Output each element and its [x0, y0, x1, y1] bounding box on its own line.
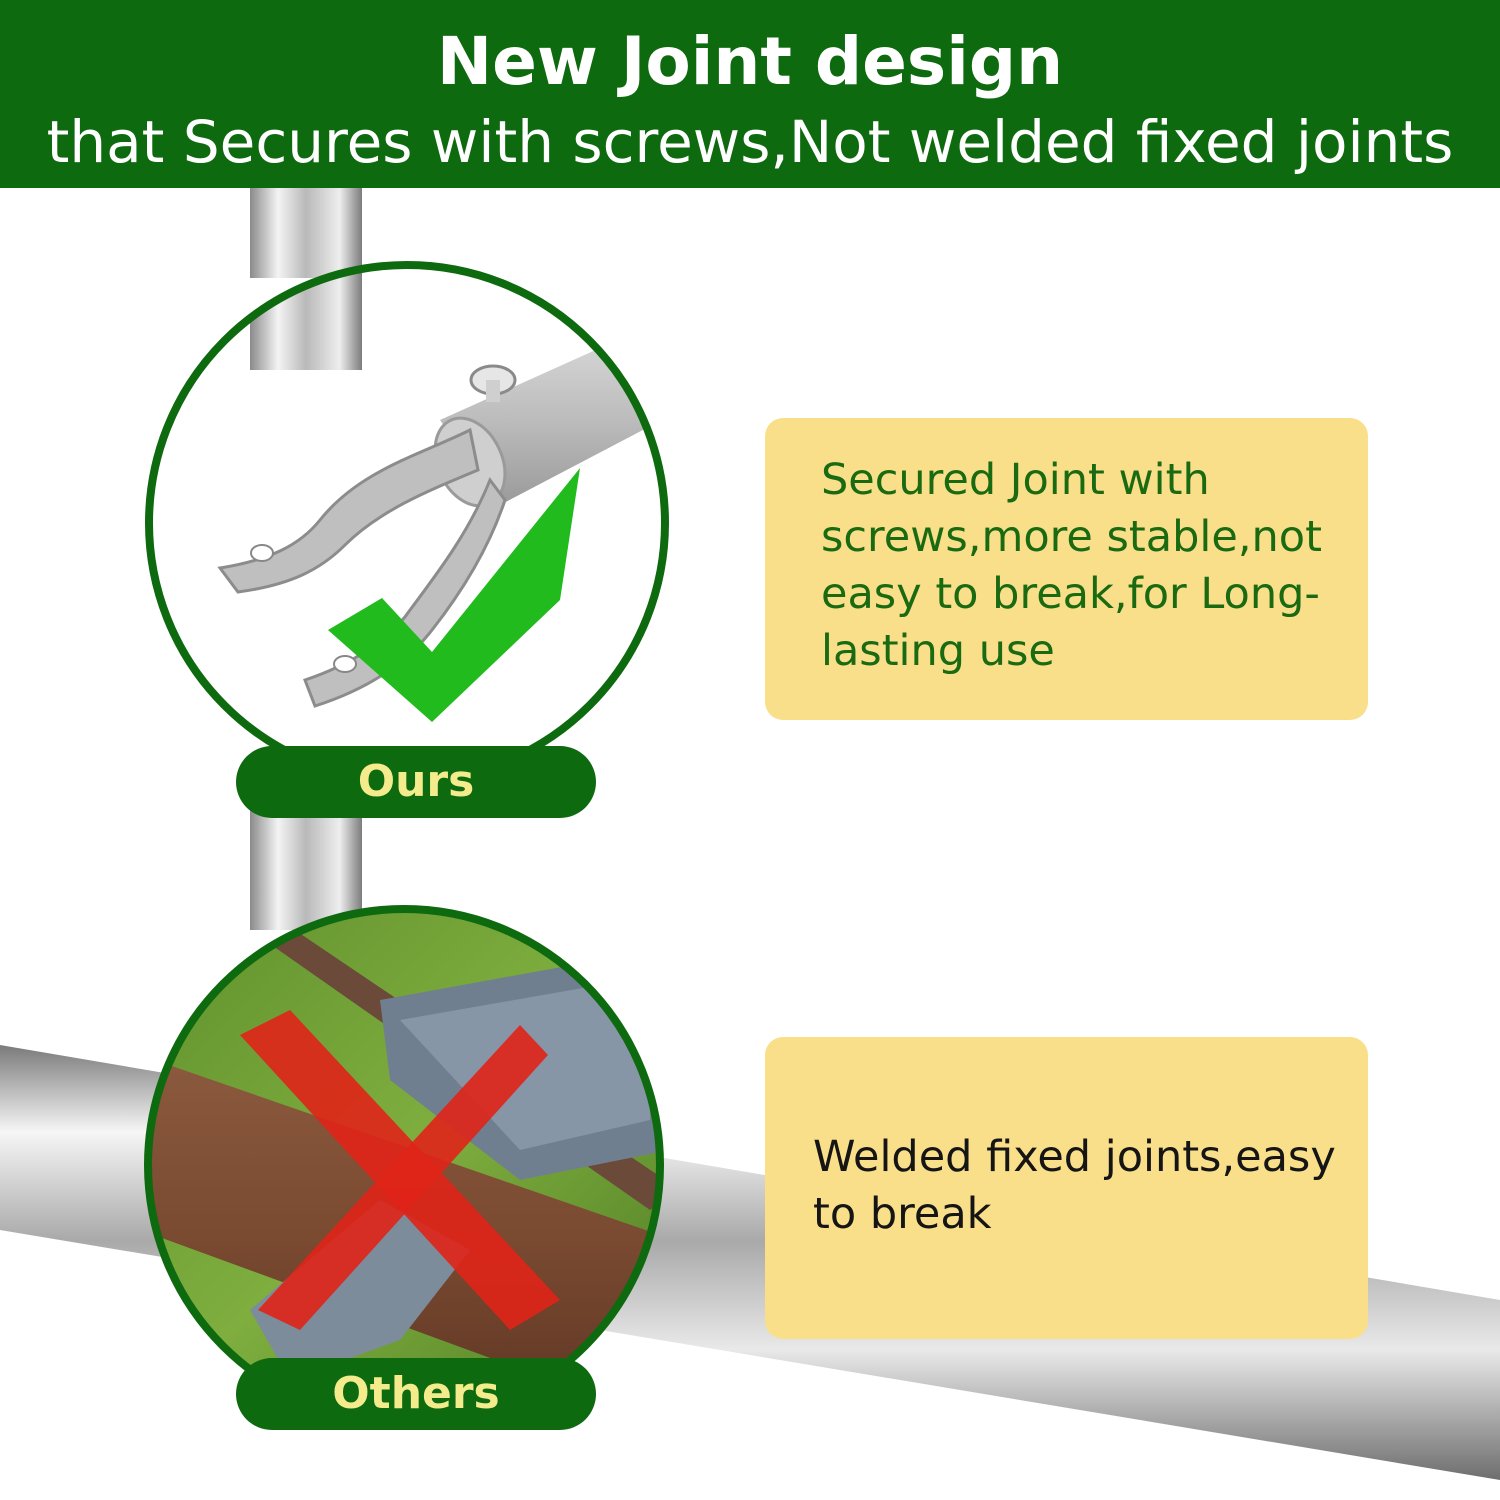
- cross-icon: [240, 1010, 560, 1330]
- vertical-pole: [250, 188, 362, 278]
- others-description-card: Welded fixed joints,easy to break: [765, 1037, 1368, 1339]
- header-banner: New Joint design that Secures with screw…: [0, 0, 1500, 188]
- others-description: Welded fixed joints,easy to break: [813, 1132, 1336, 1239]
- ours-description: Secured Joint with screws,more stable,no…: [821, 455, 1322, 676]
- others-label: Others: [236, 1358, 596, 1430]
- ours-label: Ours: [236, 746, 596, 818]
- vertical-pole: [250, 810, 362, 930]
- page-title: New Joint design: [436, 23, 1064, 100]
- ours-description-card: Secured Joint with screws,more stable,no…: [765, 418, 1368, 720]
- checkmark-icon: [328, 468, 580, 722]
- page-subtitle: that Secures with screws,Not welded fixe…: [46, 108, 1454, 176]
